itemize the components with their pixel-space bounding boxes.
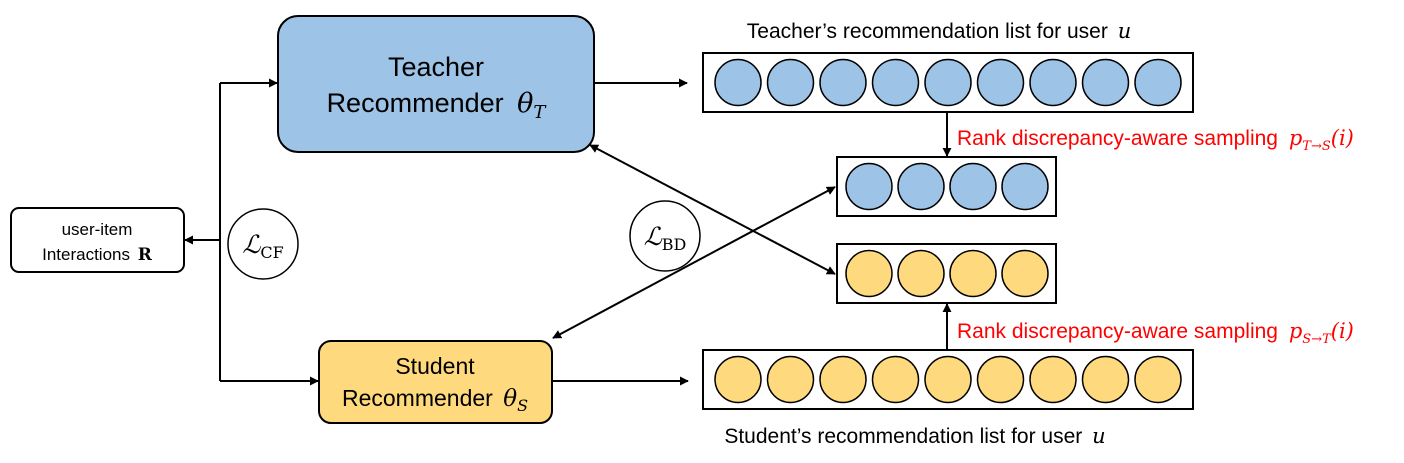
sampled-student-item-4 [1001, 249, 1049, 298]
student-list-item-8 [1081, 355, 1130, 404]
interactions-symbol: R [138, 245, 153, 265]
student-list-item-9 [1134, 355, 1182, 404]
loss-cf-symbol: ℒCF [242, 230, 283, 262]
student-sampled-teacher-arrow [552, 186, 836, 339]
student-theta: θ [503, 386, 517, 412]
sampling-t-to-s-sub: T→S [1302, 139, 1331, 154]
teacher-list-item-3 [819, 58, 867, 107]
teacher-list-items [714, 58, 1182, 107]
teacher-list-item-1 [714, 58, 762, 107]
sampled-teacher-item-1 [845, 162, 893, 211]
loss-bd: ℒBD [629, 200, 701, 272]
student-recommendation-list: Student’s recommendation list for user u [702, 349, 1194, 448]
student-list-item-3 [819, 355, 867, 404]
student-title: Student [395, 353, 475, 379]
loss-cf-circle [227, 208, 299, 280]
student-list-items [714, 355, 1182, 404]
student-list-user: u [1092, 424, 1106, 448]
sampled-teacher-item-3 [949, 162, 997, 211]
student-subtitle: Recommender θS [342, 385, 528, 415]
student-theta-sub: S [517, 396, 528, 415]
teacher-list-label: Teacher’s recommendation list for user [747, 20, 1108, 43]
interactions-node: user-item Interactions R [10, 207, 185, 273]
student-list-item-4 [871, 355, 920, 404]
interactions-line1: user-item [62, 220, 133, 239]
interactions-label: Interactions [42, 245, 130, 264]
connectors [184, 78, 952, 386]
loss-cf-letter: ℒ [242, 230, 261, 259]
sampling-s-to-t-text: Rank discrepancy-aware sampling [957, 320, 1278, 343]
sampling-t-to-s-text: Rank discrepancy-aware sampling [957, 127, 1278, 150]
sampled-student-item-3 [949, 249, 997, 298]
teacher-recommender-label: Recommender [327, 88, 504, 118]
interactions-box [10, 207, 185, 273]
sampled-teacher-item-2 [897, 162, 945, 211]
student-recommender-label: Recommender [342, 385, 493, 411]
teacher-title: Teacher [388, 52, 484, 82]
student-recommender: Student Recommender θS [318, 340, 553, 424]
sampling-s-to-t-sub: S→T [1302, 332, 1332, 347]
teacher-list-item-6 [976, 58, 1025, 107]
teacher-list-item-2 [766, 58, 815, 107]
sampling-t-to-s-arg: (i) [1331, 126, 1354, 150]
teacher-list-user: u [1118, 19, 1132, 43]
sampling-s-to-t-arg: (i) [1331, 319, 1354, 343]
sampled-teacher-item-4 [1001, 162, 1049, 211]
sampling-s-to-t-func: p [1289, 319, 1302, 343]
interactions-line2: Interactions R [42, 245, 153, 265]
student-list-label: Student’s recommendation list for user [724, 425, 1082, 448]
loss-cf: ℒCF [227, 208, 299, 280]
student-list-item-1 [714, 355, 762, 404]
teacher-theta: θ [517, 88, 533, 119]
student-list-item-5 [924, 355, 972, 404]
loss-bd-letter: ℒ [644, 222, 663, 251]
sampled-teacher-items-list [836, 156, 1057, 217]
student-list-item-2 [766, 355, 815, 404]
sampled-student-item-2 [897, 249, 945, 298]
teacher-list-item-7 [1029, 58, 1077, 107]
sampling-t-to-s-label: Rank discrepancy-aware sampling pT→S(i) [957, 126, 1354, 154]
teacher-box [277, 15, 595, 153]
student-list-item-7 [1029, 355, 1077, 404]
sampling-t-to-s-func: p [1289, 126, 1302, 150]
teacher-list-item-8 [1081, 58, 1130, 107]
teacher-list-item-9 [1134, 58, 1182, 107]
teacher-sampled-student-arrow [589, 144, 836, 275]
teacher-list-item-4 [871, 58, 920, 107]
teacher-list-caption: Teacher’s recommendation list for user u [747, 19, 1131, 43]
teacher-subtitle: Recommender θT [327, 88, 548, 123]
sampled-teacher-items [845, 162, 1049, 211]
loss-bd-sub: BD [662, 235, 687, 254]
student-list-caption: Student’s recommendation list for user u [724, 424, 1105, 448]
sampled-student-item-1 [845, 249, 893, 298]
teacher-list-item-5 [924, 58, 972, 107]
sampling-s-to-t-label: Rank discrepancy-aware sampling pS→T(i) [957, 319, 1354, 347]
student-list-item-6 [976, 355, 1025, 404]
loss-cf-sub: CF [260, 243, 283, 262]
teacher-recommender: Teacher Recommender θT [277, 15, 595, 153]
sampled-student-items [845, 249, 1049, 298]
sampled-student-items-list [836, 243, 1057, 304]
teacher-theta-sub: T [533, 102, 547, 123]
teacher-recommendation-list: Teacher’s recommendation list for user u [702, 19, 1194, 113]
